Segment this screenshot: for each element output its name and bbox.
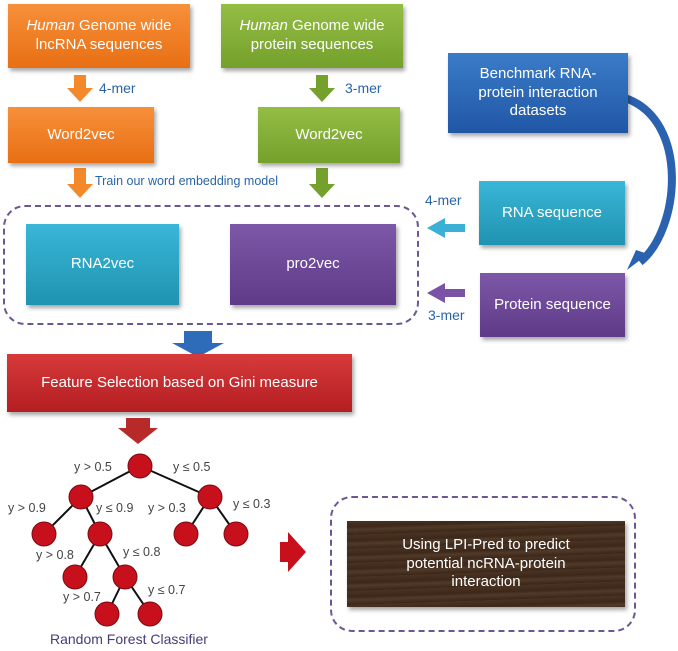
edge-label: y > 0.7 <box>63 590 101 604</box>
tree-node <box>112 564 138 590</box>
line2: protein sequences <box>250 36 374 53</box>
arrow-cyan <box>427 218 465 238</box>
kmer3-right-label: 3-mer <box>428 307 465 323</box>
tree-node <box>127 453 153 479</box>
line2: protein interaction <box>478 83 598 101</box>
kmer4-right-label: 4-mer <box>425 192 462 208</box>
rna2vec-box: RNA2vec <box>26 224 179 305</box>
edge-label: y ≤ 0.5 <box>173 460 211 474</box>
pro2vec-box: pro2vec <box>230 224 396 305</box>
tree-node <box>137 601 163 627</box>
tree-node <box>87 521 113 547</box>
arrow-purple <box>427 283 465 303</box>
edge-label: y > 0.5 <box>74 460 112 474</box>
line3: datasets <box>509 102 567 120</box>
tree-node <box>94 601 120 627</box>
line1: Genome wide <box>74 17 172 35</box>
word2vec-right-box: Word2vec <box>258 107 400 163</box>
arrow-green-1 <box>309 75 335 102</box>
word2vec-left-box: Word2vec <box>8 107 154 163</box>
arrow-green-2 <box>309 168 335 198</box>
line2: lncRNA sequences <box>35 36 163 53</box>
human-italic: Human <box>26 17 75 35</box>
edge-label: y ≤ 0.8 <box>123 545 161 559</box>
rf-caption: Random Forest Classifier <box>50 631 208 647</box>
protein-sequences-box: Human Genome wide protein sequences <box>221 4 403 68</box>
tree-node <box>173 521 199 547</box>
line1: Genome wide <box>287 17 385 35</box>
lpi-pred-box: Using LPI-Pred to predict potential ncRN… <box>347 521 625 607</box>
human-italic: Human <box>239 17 288 35</box>
edge-label: y ≤ 0.7 <box>148 583 186 597</box>
tree-node <box>223 521 249 547</box>
line3: interaction <box>451 573 521 591</box>
arrow-orange-2 <box>67 168 93 198</box>
rna-sequence-box: RNA sequence <box>479 181 625 245</box>
feature-selection-box: Feature Selection based on Gini measure <box>7 354 352 412</box>
embedding-group-border <box>3 205 419 325</box>
arrow-red-right <box>280 532 306 572</box>
lpi-pred-group-border <box>330 496 636 632</box>
kmer4-top-label: 4-mer <box>99 80 136 96</box>
edge-label: y ≤ 0.3 <box>233 497 271 511</box>
tree-node <box>31 521 57 547</box>
tree-node <box>197 484 223 510</box>
arrow-red-down <box>118 418 158 444</box>
arrow-curved-blue <box>623 94 676 266</box>
arrow-blue-down <box>172 331 224 357</box>
arrow-orange-1 <box>67 75 93 102</box>
kmer3-top-label: 3-mer <box>345 80 382 96</box>
benchmark-datasets-box: Benchmark RNA- protein interaction datas… <box>448 53 628 133</box>
protein-sequence-box: Protein sequence <box>480 273 625 337</box>
edge-label: y > 0.8 <box>36 548 74 562</box>
lncrna-sequences-box: Human Genome wide lncRNA sequences <box>8 4 190 68</box>
line1: Using LPI-Pred to predict <box>402 535 570 553</box>
tree-node <box>62 564 88 590</box>
line2: potential ncRNA-protein <box>406 554 566 572</box>
train-label: Train our word embedding model <box>95 174 278 188</box>
edge-label: y ≤ 0.9 <box>96 501 134 515</box>
edge-label: y > 0.3 <box>148 501 186 515</box>
tree-node <box>68 484 94 510</box>
line1: Benchmark RNA- <box>479 64 597 82</box>
edge-label: y > 0.9 <box>8 501 46 515</box>
